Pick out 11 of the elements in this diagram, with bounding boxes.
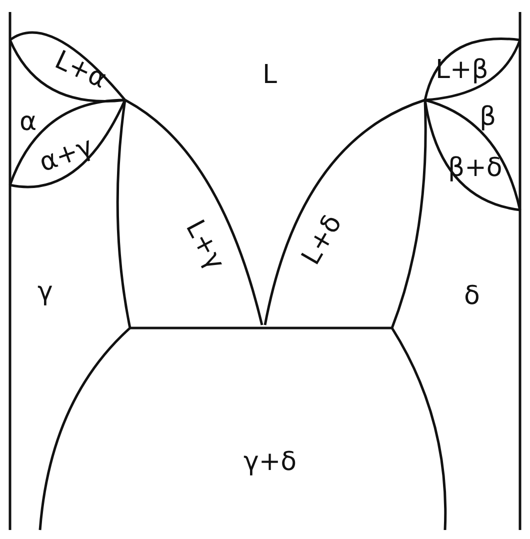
- phase-region-label: β: [480, 104, 496, 130]
- phase-region-label: L+β: [436, 57, 488, 83]
- phase-region-label: β+δ: [448, 155, 502, 181]
- phase-region-label: L+α: [50, 46, 110, 94]
- phase-region-label: α: [20, 109, 37, 135]
- phase-region-label: α+γ: [36, 134, 96, 176]
- phase-region-label: L+γ: [181, 216, 228, 274]
- phase-region-label: L: [262, 62, 277, 88]
- phase-region-label: δ: [464, 283, 480, 309]
- phase-region-label: γ+δ: [244, 449, 297, 475]
- phase-region-label: γ: [38, 279, 53, 305]
